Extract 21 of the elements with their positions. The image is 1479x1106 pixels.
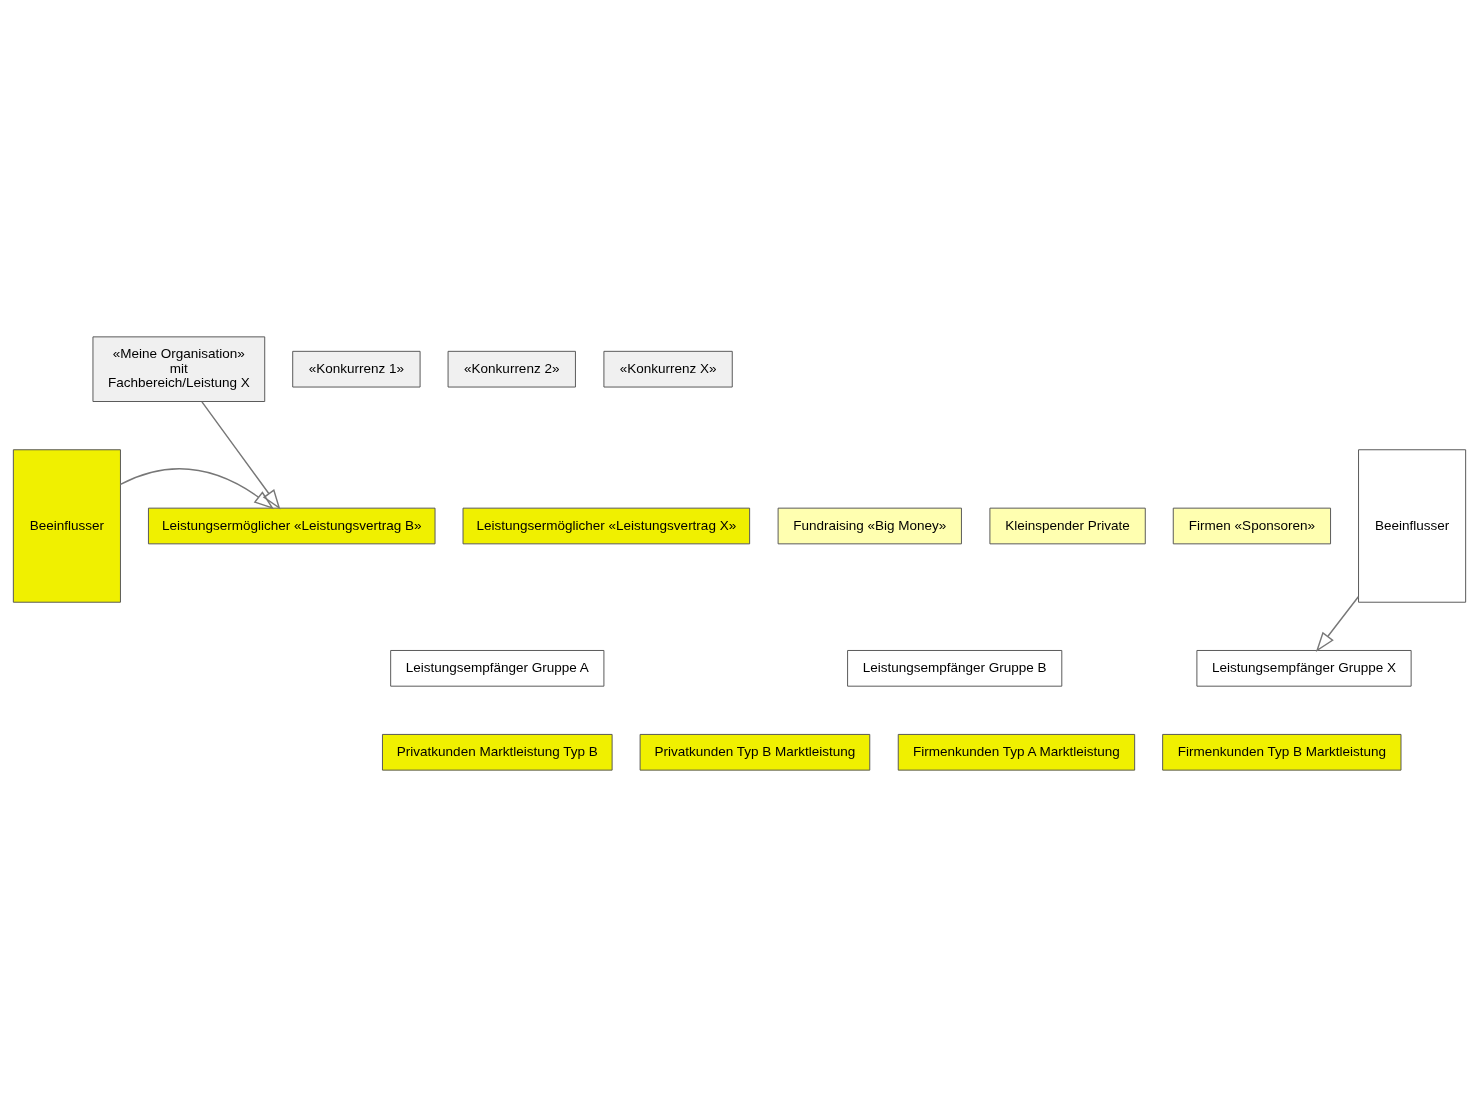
node-box: Firmen «Sponsoren» bbox=[1172, 507, 1332, 544]
node-box: Firmenkunden Typ A Marktleistung bbox=[897, 733, 1136, 771]
node-box: «Meine Organisation» mit Fachbereich/Leistung X bbox=[92, 335, 266, 402]
node-box: Fundraising «Big Money» bbox=[777, 507, 962, 544]
node-box: Kleinspender Private bbox=[989, 507, 1146, 544]
node-box: Leistungsempfänger Gruppe X bbox=[1196, 649, 1412, 687]
node-box: Privatkunden Typ B Marktleistung bbox=[639, 733, 871, 771]
node-box: Firmenkunden Typ B Marktleistung bbox=[1162, 733, 1402, 771]
node-box: «Konkurrenz X» bbox=[603, 350, 733, 388]
node-box: «Konkurrenz 2» bbox=[447, 350, 576, 388]
node-box: Privatkunden Marktleistung Typ B bbox=[381, 733, 613, 771]
node-box: Leistungsermöglicher «Leistungsvertrag B» bbox=[147, 507, 436, 544]
node-box: «Konkurrenz 1» bbox=[292, 350, 421, 388]
arrow bbox=[119, 467, 275, 509]
arrow bbox=[201, 400, 281, 510]
node-box: Leistungsempfänger Gruppe A bbox=[390, 649, 605, 687]
node-box: Beeinflusser bbox=[1358, 448, 1467, 603]
node-box: Leistungsermöglicher «Leistungsvertrag X» bbox=[462, 507, 751, 544]
node-box: Beeinflusser bbox=[12, 448, 121, 603]
arrow bbox=[1315, 595, 1360, 652]
node-box: Leistungsempfänger Gruppe B bbox=[847, 649, 1063, 687]
